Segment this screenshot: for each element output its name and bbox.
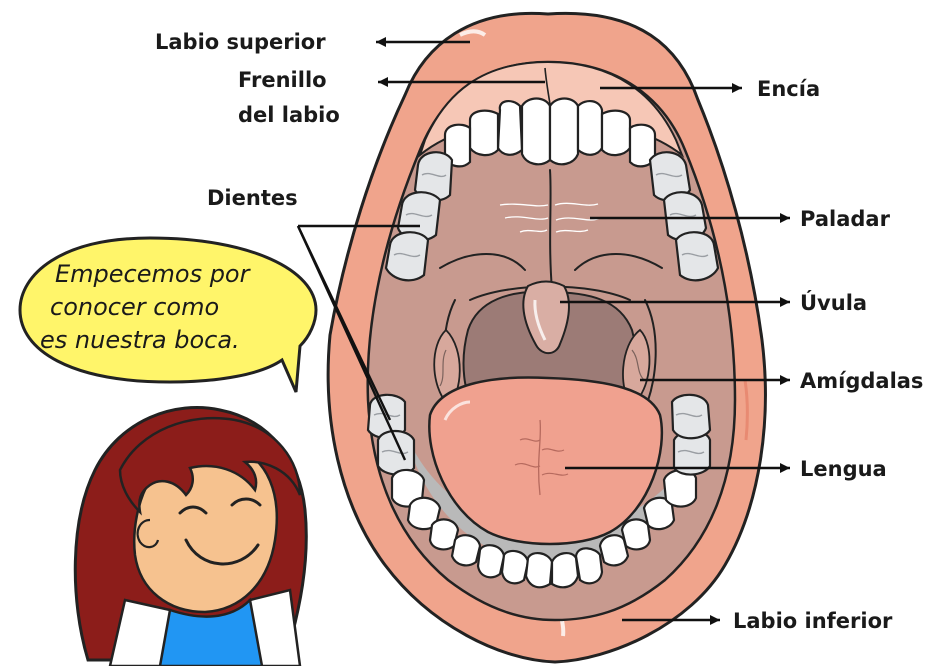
girl-character-icon — [73, 406, 308, 666]
label-frenillo-line2: del labio — [238, 103, 340, 127]
speech-bubble: Empecemos por conocer como es nuestra bo… — [18, 236, 318, 393]
label-dientes: Dientes — [207, 186, 298, 210]
label-labio-superior: Labio superior — [155, 30, 326, 54]
label-lengua: Lengua — [800, 457, 887, 481]
upper-teeth — [384, 97, 720, 282]
tongue — [428, 376, 664, 546]
bubble-line2: conocer como — [50, 293, 219, 321]
label-labio-inferior: Labio inferior — [733, 609, 893, 633]
bubble-line1: Empecemos por — [55, 260, 252, 288]
label-encia: Encía — [757, 77, 820, 101]
label-paladar: Paladar — [800, 207, 891, 231]
label-uvula: Úvula — [800, 290, 867, 315]
uvula — [522, 280, 570, 355]
lower-teeth — [366, 393, 712, 589]
bubble-line3: es nuestra boca. — [40, 326, 240, 354]
label-amigdalas: Amígdalas — [800, 369, 923, 393]
mouth-illustration — [326, 11, 767, 664]
leader-lines — [296, 37, 790, 625]
label-frenillo-line1: Frenillo — [238, 68, 327, 92]
